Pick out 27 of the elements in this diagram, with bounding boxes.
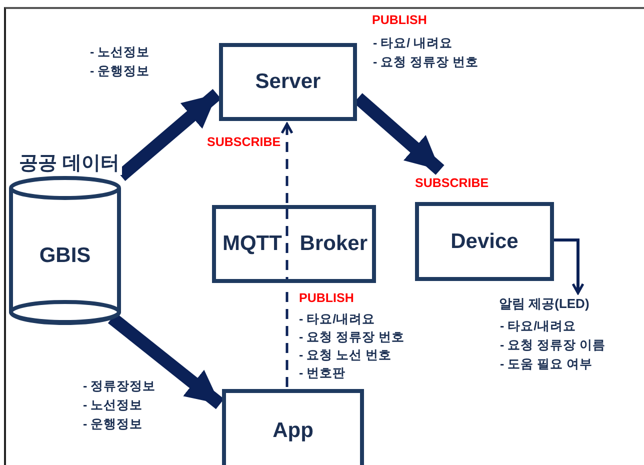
cylinder-label: GBIS — [38, 244, 92, 268]
topic-label: PUBLISH — [372, 13, 427, 28]
bullet-item: - 노선정보 — [90, 45, 150, 60]
bullet-item: - 운행정보 — [83, 417, 143, 432]
bullet-item: - 요청 정류장 번호 — [299, 330, 405, 345]
device-box: Device — [415, 202, 554, 281]
bullet-item: - 요청 정류장 이름 — [500, 338, 606, 353]
topic-label: SUBSCRIBE — [207, 135, 281, 150]
bullet-item: - 요청 정류장 번호 — [373, 55, 479, 70]
broker-box: MQTT Broker — [212, 205, 376, 283]
bullet-item: - 운행정보 — [90, 64, 150, 79]
bullet-item: - 타요/내려요 — [299, 312, 376, 327]
dashed-arrow — [280, 122, 294, 203]
bullet-item: - 타요/내려요 — [500, 319, 576, 334]
arrow — [553, 238, 584, 294]
server-box: Server — [219, 43, 357, 121]
bullet-item: - 요청 노선 번호 — [299, 348, 392, 363]
block-arrow — [108, 312, 224, 410]
topic-label: SUBSCRIBE — [415, 176, 489, 191]
topic-label: PUBLISH — [299, 291, 354, 306]
notification-text: 알림 제공(LED) — [499, 296, 590, 311]
bullet-item: - 도움 필요 여부 — [500, 357, 593, 372]
bullet-item: - 정류장정보 — [83, 379, 156, 394]
bullet-item: - 타요/ 내려요 — [373, 36, 453, 51]
bullet-item: - 번호판 — [299, 366, 346, 381]
app-box: App — [222, 389, 364, 465]
bullet-item: - 노선정보 — [83, 398, 143, 413]
